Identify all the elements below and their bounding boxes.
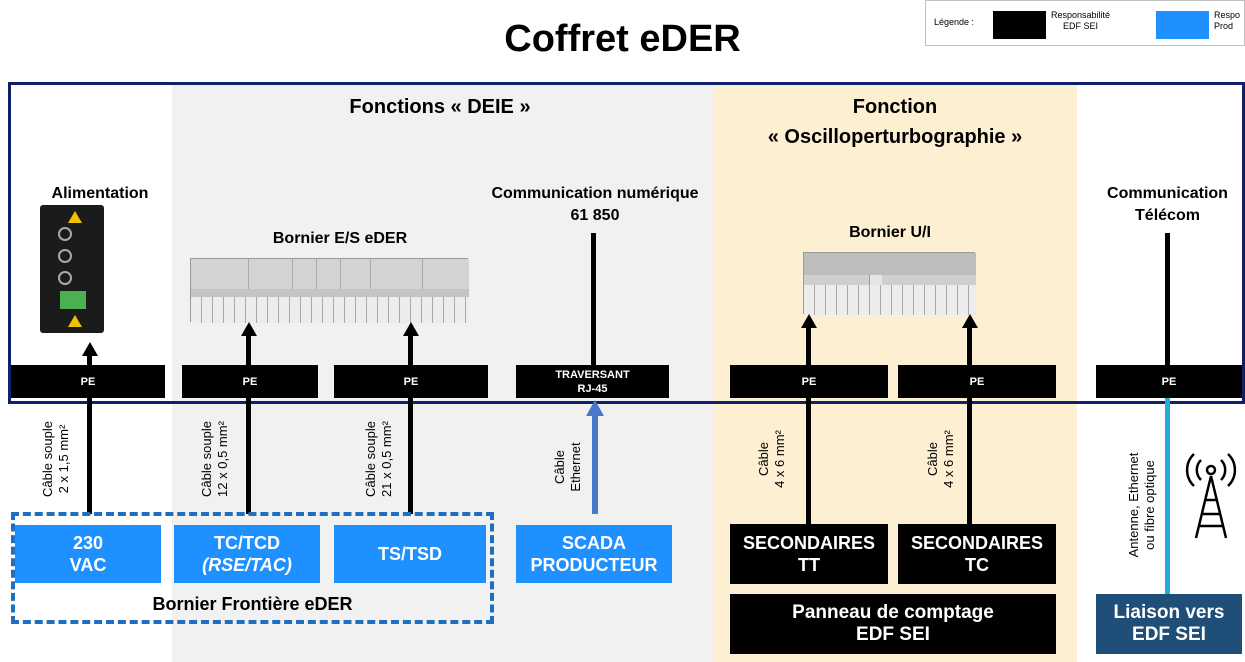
arrow-up-icon <box>801 314 817 328</box>
connector-line-alim <box>87 356 92 514</box>
legend-item-edf: Responsabilité EDF SEI <box>1050 10 1111 31</box>
cable-label-ethernet: Câble Ethernet <box>552 442 583 492</box>
enclosure-bottom <box>8 401 1245 404</box>
enclosure-left <box>8 82 11 404</box>
box-tc-tcd: TC/TCD (RSE/TAC) <box>174 525 320 583</box>
enclosure-top <box>8 82 1245 85</box>
fuse-icon <box>58 271 72 285</box>
enclosure-right <box>1242 82 1245 404</box>
cable-label-telecom: Antenne, Ethernet ou fibre optique <box>1126 452 1157 558</box>
label-bornier-es: Bornier E/S eDER <box>272 230 408 247</box>
section-deie: Fonctions « DEIE » <box>349 96 531 118</box>
bornier-frontiere-label: Bornier Frontière eDER <box>152 594 353 614</box>
pe-box-alim: PE <box>11 365 165 398</box>
bornier-frontiere-border <box>11 512 494 624</box>
legend-swatch-black <box>993 11 1046 39</box>
cable-label-alim: Câble souple 2 x 1,5 mm² <box>40 421 71 497</box>
connector-line-tt <box>806 328 811 524</box>
arrow-up-icon <box>586 400 604 416</box>
connector-line-tc <box>246 336 251 514</box>
warning-icon <box>68 315 82 327</box>
arrow-up-icon <box>962 314 978 328</box>
section-oscillo: Fonction « Oscilloperturbographie » <box>767 96 1023 148</box>
pe-box-tt: PE <box>730 365 888 398</box>
box-secondaires-tc: SECONDAIRES TC <box>898 524 1056 584</box>
arrow-up-icon <box>82 342 98 356</box>
box-230-vac-line2: VAC <box>69 555 107 575</box>
cable-label-tc2: Câble 4 x 6 mm² <box>925 430 956 488</box>
legend-swatch-blue <box>1156 11 1209 39</box>
connector-line-tc2 <box>967 328 972 524</box>
page-title: Coffret eDER <box>504 18 741 60</box>
cable-label-tt: Câble 4 x 6 mm² <box>756 430 787 488</box>
arrow-up-icon <box>403 322 419 336</box>
pe-box-ts: PE <box>334 365 488 398</box>
bornier-es-image <box>190 258 469 323</box>
terminal-block-icon <box>60 291 86 309</box>
arrow-up-icon <box>241 322 257 336</box>
pe-box-tc: PE <box>182 365 318 398</box>
legend-label: Légende : <box>934 17 975 27</box>
box-liaison-edf-sei: Liaison vers EDF SEI <box>1096 594 1242 654</box>
cable-label-ts: Câble souple 21 x 0,5 mm² <box>363 421 394 497</box>
legend-item-producteur: Respo Prod <box>1214 10 1241 31</box>
bornier-ui-image <box>803 252 976 315</box>
cable-label-tc: Câble souple 12 x 0,5 mm² <box>199 421 230 497</box>
pe-box-telecom: PE <box>1096 365 1242 398</box>
label-alimentation: Alimentation <box>51 185 149 202</box>
power-supply-image <box>40 205 104 333</box>
ethernet-line <box>592 414 598 514</box>
fuse-icon <box>58 249 72 263</box>
warning-icon <box>68 211 82 223</box>
box-tc-tcd-line1: TC/TCD <box>214 533 280 553</box>
pe-box-traversant: TRAVERSANT RJ-45 <box>516 365 669 398</box>
connector-line-comm <box>591 233 596 366</box>
box-230-vac-line1: 230 <box>72 533 104 553</box>
connector-line-ts <box>408 336 413 514</box>
box-tc-tcd-line2: (RSE/TAC) <box>202 555 292 575</box>
box-ts-tsd: TS/TSD <box>334 525 486 583</box>
box-panneau-comptage: Panneau de comptage EDF SEI <box>730 594 1056 654</box>
legend: Légende : Responsabilité EDF SEI Respo P… <box>925 0 1245 46</box>
label-bornier-ui: Bornier U/I <box>849 224 931 241</box>
box-secondaires-tt: SECONDAIRES TT <box>730 524 888 584</box>
box-230-vac: 230 VAC <box>15 525 161 583</box>
connector-line-telecom <box>1165 233 1170 366</box>
box-scada-producteur: SCADA PRODUCTEUR <box>516 525 672 583</box>
label-comm-numerique: Communication numérique 61 850 <box>491 185 699 224</box>
fuse-icon <box>58 227 72 241</box>
antenna-icon <box>1185 453 1237 539</box>
label-comm-telecom: Communication Télécom <box>1107 185 1228 224</box>
pe-box-tc2: PE <box>898 365 1056 398</box>
telecom-line <box>1165 398 1170 594</box>
